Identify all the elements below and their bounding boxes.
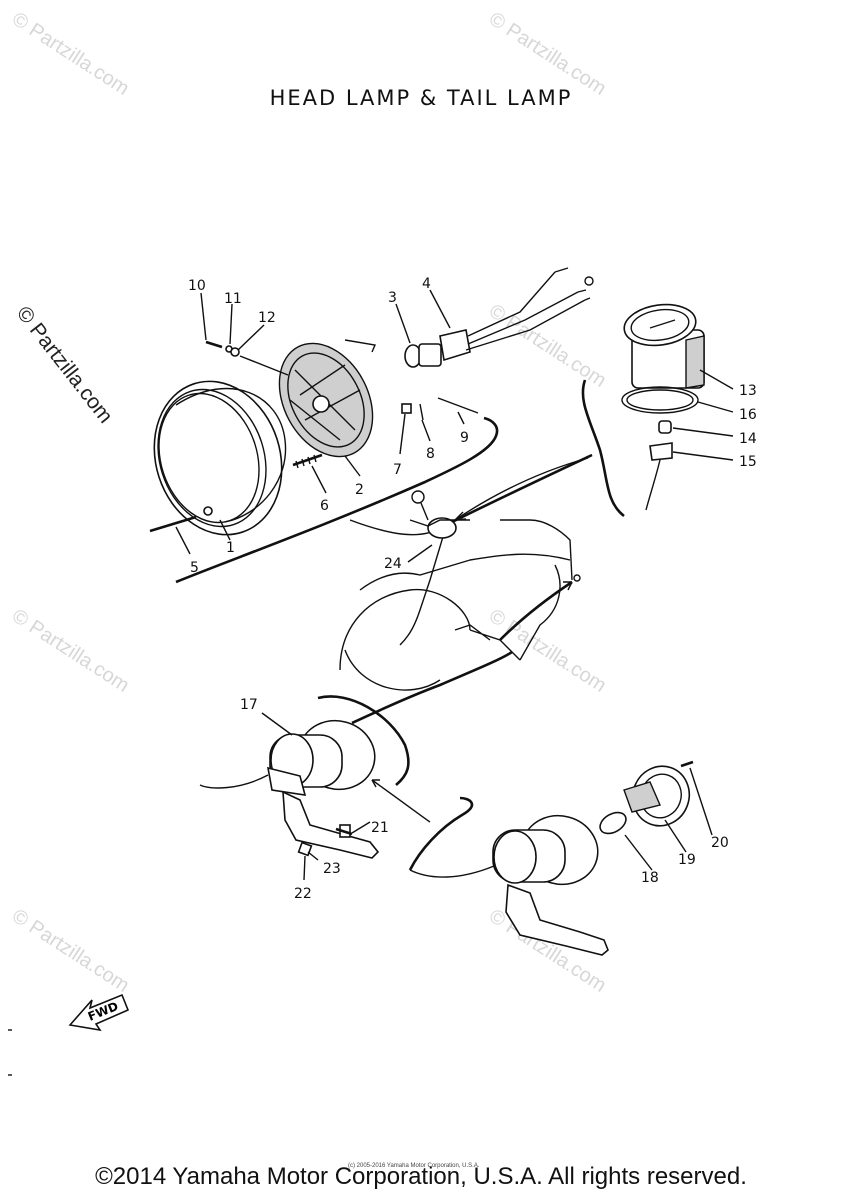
connector-line bbox=[439, 453, 593, 530]
connector-line bbox=[371, 779, 431, 823]
small-hardware bbox=[149, 340, 479, 533]
callout-11: 11 bbox=[224, 291, 242, 307]
arrow-line bbox=[454, 457, 589, 521]
headlamp-leaders bbox=[175, 289, 465, 555]
callout-5: 5 bbox=[190, 560, 199, 576]
callout-15: 15 bbox=[739, 454, 757, 470]
callout-3: 3 bbox=[388, 290, 397, 306]
callout-9: 9 bbox=[460, 430, 469, 446]
callout-21: 21 bbox=[371, 820, 389, 836]
diagram-title: HEAD LAMP & TAIL LAMP bbox=[269, 86, 573, 110]
callout-7: 7 bbox=[393, 462, 402, 478]
fwd-arrow: FWD bbox=[68, 993, 130, 1032]
headlamp-group-outline bbox=[175, 416, 499, 584]
callout-14: 14 bbox=[739, 431, 757, 447]
arrow-line bbox=[499, 580, 573, 641]
callout-4: 4 bbox=[422, 276, 431, 292]
callout-16: 16 bbox=[739, 407, 757, 423]
bulb-and-socket bbox=[404, 267, 594, 368]
callout-20: 20 bbox=[711, 835, 729, 851]
callout-12: 12 bbox=[258, 310, 276, 326]
callout-24: 24 bbox=[384, 556, 402, 572]
callout-10: 10 bbox=[188, 278, 206, 294]
arrow-head bbox=[454, 511, 467, 521]
callout-6: 6 bbox=[320, 498, 329, 514]
margin-dots bbox=[8, 1029, 12, 1076]
headlamp-lens-unit bbox=[278, 339, 376, 458]
callout-22: 22 bbox=[294, 886, 312, 902]
arrow-head bbox=[563, 581, 573, 591]
callout-13: 13 bbox=[739, 383, 757, 399]
tail-lamp-right bbox=[408, 760, 713, 956]
callout-1: 1 bbox=[226, 540, 235, 556]
arrow-head bbox=[371, 779, 380, 788]
fine-print: (c) 2005-2016 Yamaha Motor Corporation, … bbox=[348, 1163, 480, 1169]
copyright-notice: ©2014 Yamaha Motor Corporation, U.S.A. A… bbox=[95, 1163, 747, 1190]
meter-group bbox=[581, 303, 734, 518]
callout-19: 19 bbox=[678, 852, 696, 868]
callout-8: 8 bbox=[426, 446, 435, 462]
motorcycle-outline bbox=[339, 490, 581, 691]
connector-line bbox=[351, 650, 513, 725]
callout-18: 18 bbox=[641, 870, 659, 886]
tail-lamp-left bbox=[199, 695, 410, 881]
callout-numbers: 1 2 3 4 5 6 7 8 9 10 11 12 13 14 15 16 1… bbox=[188, 276, 757, 902]
headlamp-rim bbox=[153, 380, 287, 536]
callout-2: 2 bbox=[355, 482, 364, 498]
callout-17: 17 bbox=[240, 697, 258, 713]
callout-23: 23 bbox=[323, 861, 341, 877]
connector-line bbox=[349, 519, 441, 536]
